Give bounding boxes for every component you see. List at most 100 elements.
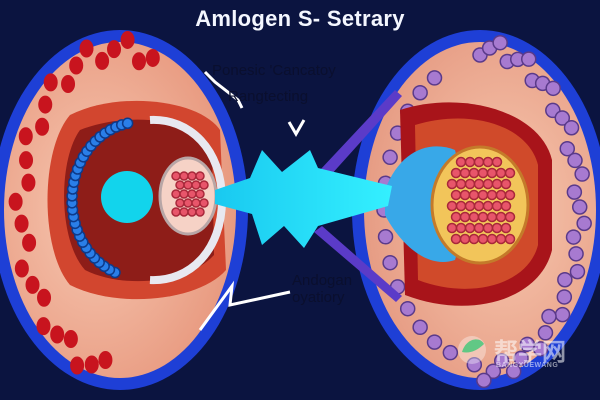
pink-cell bbox=[195, 189, 205, 199]
watermark: 帮学网 BANGXUEWANG bbox=[458, 332, 588, 376]
purple-cell bbox=[519, 336, 536, 353]
pink-cell bbox=[459, 189, 471, 201]
purple-cell bbox=[426, 70, 443, 86]
pink-cell bbox=[473, 200, 485, 212]
white-pointer-bottom bbox=[198, 280, 291, 331]
pink-cell bbox=[468, 189, 480, 201]
connector-lines bbox=[198, 70, 402, 331]
purple-cell bbox=[574, 166, 590, 182]
pink-cell bbox=[495, 167, 507, 179]
pink-cell bbox=[500, 200, 512, 212]
red-blood-cell bbox=[131, 52, 146, 71]
pink-cell bbox=[459, 167, 471, 179]
pink-cell bbox=[504, 211, 516, 223]
purple-cell bbox=[476, 372, 492, 389]
red-blood-cell bbox=[98, 351, 113, 370]
purple-cell bbox=[494, 353, 510, 369]
pink-cell bbox=[171, 207, 181, 217]
pink-cell bbox=[491, 156, 503, 168]
red-blood-cell bbox=[8, 192, 23, 211]
purple-cell bbox=[566, 184, 583, 200]
pink-cell bbox=[495, 189, 507, 201]
red-blood-cell bbox=[69, 56, 84, 75]
pink-cell bbox=[477, 211, 489, 223]
pink-cell bbox=[199, 198, 209, 208]
right-purple-cells bbox=[376, 34, 592, 389]
diagram-title: Amlogen S- Setrary bbox=[195, 6, 405, 31]
pink-cell bbox=[477, 189, 489, 201]
red-blood-cell bbox=[36, 317, 51, 336]
red-blood-cell bbox=[19, 151, 34, 170]
purple-cell bbox=[513, 350, 529, 367]
pink-cell bbox=[468, 233, 480, 245]
purple-cell bbox=[557, 271, 573, 288]
right-cell bbox=[352, 30, 600, 390]
red-blood-cell bbox=[145, 48, 160, 67]
purple-cell bbox=[563, 119, 580, 136]
pink-cell bbox=[455, 156, 467, 168]
pink-cell bbox=[455, 200, 467, 212]
purple-cell bbox=[382, 149, 398, 166]
purple-cell bbox=[537, 325, 554, 341]
leaf-logo-icon bbox=[458, 336, 486, 364]
pink-cell bbox=[175, 180, 185, 190]
pink-cell bbox=[464, 222, 476, 234]
pink-cell bbox=[495, 211, 507, 223]
pink-cell bbox=[464, 200, 476, 212]
pink-cell bbox=[191, 198, 201, 208]
pink-cell bbox=[482, 178, 494, 190]
pink-cell bbox=[450, 167, 462, 179]
pink-cell bbox=[199, 180, 209, 190]
red-blood-cell bbox=[95, 51, 110, 70]
pink-cell bbox=[183, 180, 193, 190]
red-blood-cell bbox=[21, 173, 36, 192]
pink-cell bbox=[504, 189, 516, 201]
red-blood-cell bbox=[61, 74, 76, 93]
pink-cell bbox=[486, 189, 498, 201]
pink-cell bbox=[459, 211, 471, 223]
red-blood-cell bbox=[50, 325, 65, 344]
pink-cell bbox=[473, 222, 485, 234]
pink-cell bbox=[482, 222, 494, 234]
pink-cell bbox=[446, 200, 458, 212]
pink-cell bbox=[504, 167, 516, 179]
pink-cell bbox=[191, 180, 201, 190]
red-blood-cell bbox=[22, 233, 37, 252]
pink-cell bbox=[455, 222, 467, 234]
pink-cell bbox=[195, 171, 205, 181]
blue-cell bbox=[121, 117, 134, 130]
left-cyan-core bbox=[101, 171, 153, 223]
pink-cell bbox=[486, 233, 498, 245]
pink-cell bbox=[187, 171, 197, 181]
purple-cell bbox=[505, 363, 522, 380]
pink-cell bbox=[171, 171, 181, 181]
pink-cell bbox=[486, 211, 498, 223]
pink-cell bbox=[179, 171, 189, 181]
pink-cell bbox=[473, 156, 485, 168]
label-top-line1: Ponesic 'Cancatoy bbox=[212, 62, 336, 79]
pink-cell bbox=[175, 198, 185, 208]
pink-cell bbox=[171, 189, 181, 199]
red-blood-cell bbox=[25, 275, 40, 294]
pink-cell bbox=[491, 200, 503, 212]
cyan-signal-arrow bbox=[215, 150, 392, 248]
red-blood-cell bbox=[35, 117, 50, 136]
watermark-subtext: BANGXUEWANG bbox=[496, 362, 559, 369]
left-pink-cells bbox=[171, 171, 209, 217]
pink-cell bbox=[179, 189, 189, 199]
purple-cell bbox=[466, 356, 483, 373]
pink-cell bbox=[464, 178, 476, 190]
purple-cell bbox=[554, 110, 571, 126]
pink-cell bbox=[464, 156, 476, 168]
red-blood-cell bbox=[107, 40, 122, 59]
red-blood-cell bbox=[18, 127, 33, 146]
purple-cell bbox=[399, 300, 416, 317]
pink-cell bbox=[477, 167, 489, 179]
pink-cell bbox=[482, 156, 494, 168]
pink-cell bbox=[446, 178, 458, 190]
pink-cell bbox=[450, 189, 462, 201]
label-bottom-line1: Andogan bbox=[292, 272, 353, 289]
pink-cell bbox=[468, 167, 480, 179]
purple-cell bbox=[556, 289, 573, 305]
